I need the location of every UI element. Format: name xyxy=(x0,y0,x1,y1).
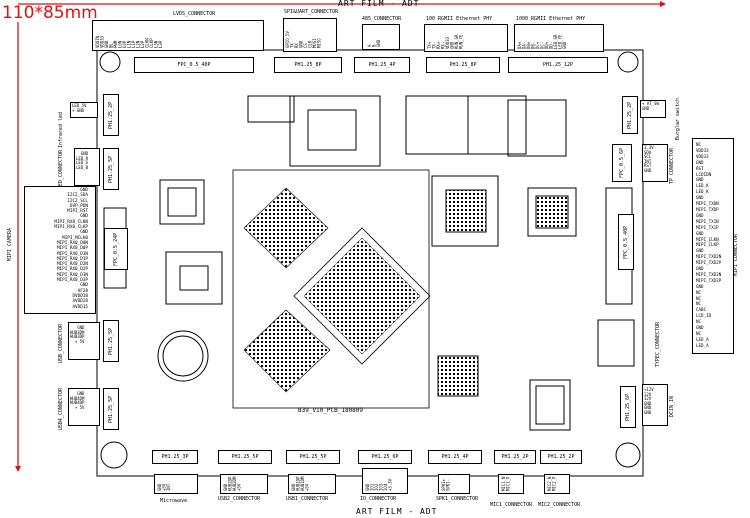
usb2-connector-label: USB2_CONNECTOR xyxy=(218,496,261,502)
rs485-pin-box xyxy=(362,24,400,50)
burglar-switch-label: Burglar switch xyxy=(675,98,681,141)
ph-3p-microwave: PH1.25_3P xyxy=(152,450,198,464)
mic2-pin-box xyxy=(544,474,570,494)
ph-5p-usb4: PH1.25_5P xyxy=(103,388,119,430)
ph-2p-left: PH1.25_2P xyxy=(103,94,119,136)
ph-8p-eth100: PH1.25_8P xyxy=(426,57,500,73)
usb4-connector-label: USB4_CONNECTOR xyxy=(58,388,64,431)
lvds-connector-label: LVDS_CONNECTOR xyxy=(173,11,216,17)
infrared-label: Infrared led xyxy=(58,112,64,149)
fpc-40p-right: FPC_0.5_40P xyxy=(618,214,634,270)
ethernet-100-pin-list: TX+ TX- RX+ RX- VDD33 GND RUN_GR RUN_YE xyxy=(427,34,464,49)
ph-5p-usb1: PH1.25_5P xyxy=(286,450,340,464)
mipi-pin-box xyxy=(692,138,734,354)
microwave-label: Microwave xyxy=(160,498,188,504)
usb1-pin-box xyxy=(288,474,336,494)
io-pin-box xyxy=(362,468,408,494)
fpc-40p-top: FPC_0.5_40P xyxy=(134,57,254,73)
ph-6p-io: PH1.25_6P xyxy=(358,450,412,464)
tp-pin-list: 3.3V SDA SCL INT RST GND xyxy=(644,145,654,173)
dcin-pin-box xyxy=(642,384,668,426)
mic1-connector-label: MIC1_CONNECTOR xyxy=(490,502,533,508)
microwave-pin-box xyxy=(154,474,198,494)
io-pin-list: GND IO1 IO2 IO3 IO4 +3.3V xyxy=(365,478,393,491)
lvds-pin-list: VDDIN VDD33 GND BL PWM L0N L0P L1N L1P L… xyxy=(95,35,163,48)
mipi-camera-label: MIPI CAMERA xyxy=(7,228,13,262)
rs485-connector-label: 485_CONNECTOR xyxy=(362,16,402,22)
usb4-pin-box xyxy=(68,388,100,426)
dimension-label: 110*85mm xyxy=(2,3,98,23)
ph-2p-mic1: PH1.25_2P xyxy=(494,450,536,464)
led5v-pins: LED_5V + GND xyxy=(72,103,87,113)
typec-label: TYPEC_CONNECTOR xyxy=(655,322,661,368)
microwave-pin-list: GND +5V INT xyxy=(157,483,171,491)
dcin-label: DCIN_IN xyxy=(669,396,675,418)
spi-uart-connector-label: SPI&UART_CONNECTOR xyxy=(284,9,339,15)
tp-pin-box xyxy=(642,144,668,182)
board-label: B39_V10_PCB_180809 xyxy=(298,407,364,414)
usb-pin-list: GND HUB3DM HUB3DP + 5V xyxy=(70,325,85,344)
art-film-top: ART FILM - ADT xyxy=(338,0,420,8)
dcin-pin-list: +12V 12V 12V GND GND GND xyxy=(644,387,654,415)
mic1-pin-list: MIC1_N MIC1_P xyxy=(501,476,511,491)
mic2-connector-label: MIC2_CONNECTOR xyxy=(538,502,581,508)
led-connector-label: LED_CONNECTOR xyxy=(58,150,64,190)
mic1-pin-box xyxy=(498,474,524,494)
ph-8p-spi: PH1.25_8P xyxy=(274,57,342,73)
art-film-bottom: ART FILM - ADT xyxy=(356,507,438,516)
fpc-24p-left: FPC_0.5_24P xyxy=(104,228,128,270)
rs485-pin-list: A B GND xyxy=(367,39,381,47)
at-sw-pins: + AT_SW GND xyxy=(642,101,659,111)
fpc-6p-right: FPC_0.5_6P xyxy=(612,144,632,182)
ph-5p-usb: PH1.25_5P xyxy=(103,320,119,362)
mipi-pin-list: NC VDD33 VDD33 GND RST LCDIDN GND LED_K … xyxy=(696,142,722,348)
usb-pin-box xyxy=(68,322,100,360)
camera-pin-box xyxy=(24,186,96,314)
lvds-pin-box xyxy=(92,20,264,51)
ph-12p-eth1000: PH1.25_12P xyxy=(508,57,608,73)
ethernet-1000-pin-box xyxy=(514,24,604,52)
ph-2p-mic2: PH1.25_2P xyxy=(540,450,582,464)
mipi-connector-label: MIPI CONNECTOR xyxy=(733,234,739,277)
ph-4p-spk: PH1.25_4P xyxy=(428,450,482,464)
led-pin-box xyxy=(74,148,100,186)
ethernet-1000-label: 1000 RGMII Ethernet PHY xyxy=(516,16,586,22)
spk1-connector-label: SPK1_CONNECTOR xyxy=(436,496,479,502)
ethernet-100-label: 100 RGMII Ethernet PHY xyxy=(426,16,493,22)
ethernet-100-pin-box xyxy=(424,24,508,52)
ph-5p-usb2: PH1.25_5P xyxy=(218,450,272,464)
led-pin-list: GND LED_R LED_G LED_B xyxy=(76,151,89,170)
usb2-pin-list: GND HUB2DP HUB2DM +5V xyxy=(223,476,242,491)
io-connector-label: IO_CONNECTOR xyxy=(360,496,397,502)
spi-pin-list: GPIO_5V TX RX GND CS CLK MOSI MISO xyxy=(285,31,322,48)
mic2-pin-list: MIC2_N MIC2_P xyxy=(547,476,557,491)
led5v-box xyxy=(70,102,98,118)
usb4-pin-list: GND HUB4DM HUB4DP + 5V xyxy=(70,391,85,410)
usb1-connector-label: USB1_CONNECTOR xyxy=(286,496,329,502)
spk-pin-box xyxy=(438,474,470,494)
usb-connector-label: USB_CONNECTOR xyxy=(58,324,64,364)
ethernet-1000-pin-list: DA+ DA- DB+ DB- DC+ DC- DD+ DD- LED_GR L… xyxy=(517,34,567,49)
usb2-pin-box xyxy=(220,474,268,494)
ph-5p-led: PH1.25_5P xyxy=(103,148,119,190)
camera-pin-list: GND I2C2_SDA I2C2_SCL DVP_PDN MIPI_RST G… xyxy=(54,188,88,310)
ph-4p-485: PH1.25_4P xyxy=(354,57,410,73)
spk-pin-list: SPK1+ SPK1- xyxy=(441,478,451,491)
at-sw-box xyxy=(640,100,666,118)
tp-connector-label: TP CONNECTOR xyxy=(669,148,675,185)
usb1-pin-list: GND HUB1DP HUB1DM +5V xyxy=(291,476,310,491)
ph-6p-dcin: PH1.25_6P xyxy=(620,386,636,428)
spi-pin-box xyxy=(283,18,337,52)
ph-2p-right: PH1.25_2P xyxy=(622,96,638,134)
